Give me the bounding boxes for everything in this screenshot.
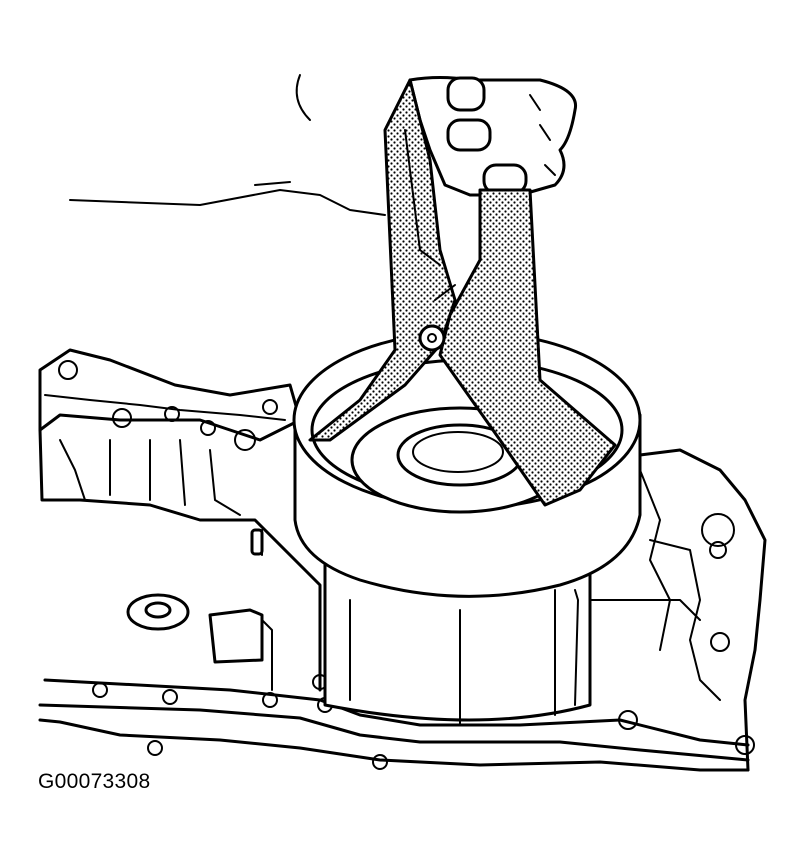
retaining-pin (250, 528, 264, 556)
figure-caption: G00073308 (38, 770, 151, 793)
transmission-case (38, 348, 767, 772)
clutch-drum (323, 558, 592, 726)
hand (69, 74, 578, 216)
seal-puller-tool (308, 78, 617, 507)
